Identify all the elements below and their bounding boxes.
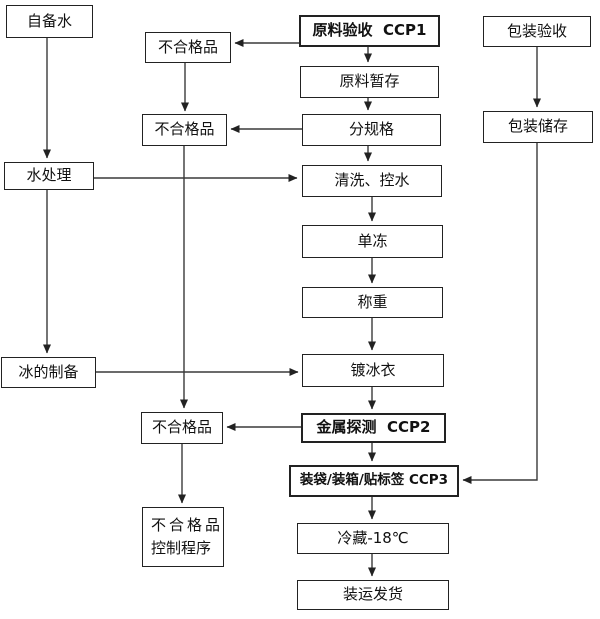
node-label: 不合格品 — [151, 418, 212, 437]
node-ice-preparation: 冰的制备 — [1, 357, 96, 388]
node-individual-quick-freezing: 单冻 — [302, 225, 443, 258]
node-label-line2: 控制程序 — [151, 539, 212, 557]
node-label: 不合格品 — [157, 37, 218, 56]
node-raw-material-acceptance-ccp1: 原料验收 CCP1 — [299, 15, 440, 47]
node-glazing: 镀冰衣 — [302, 354, 444, 387]
node-metal-detection-ccp2: 金属探测 CCP2 — [301, 413, 446, 443]
node-raw-material-temp-storage: 原料暂存 — [300, 66, 439, 98]
node-label: 包装验收 — [506, 21, 567, 40]
node-label: 装运发货 — [342, 585, 403, 604]
node-packaging-storage: 包装储存 — [483, 111, 593, 143]
node-self-supplied-water: 自备水 — [6, 5, 93, 38]
node-label: 冷藏-18℃ — [337, 528, 409, 547]
node-bagging-boxing-labeling-ccp3: 装袋/装箱/贴标签 CCP3 — [289, 465, 459, 497]
node-label: 自备水 — [26, 11, 72, 30]
node-washing-draining: 清洗、控水 — [302, 165, 442, 197]
node-label: 镀冰衣 — [350, 360, 396, 379]
node-label: 冰的制备 — [18, 362, 79, 381]
node-label: 原料暂存 — [339, 72, 400, 91]
node-label: 不合格品 — [154, 120, 215, 139]
node-nonconforming-product-1: 不合格品 — [145, 32, 231, 63]
node-water-treatment: 水处理 — [4, 162, 94, 190]
node-shipment-dispatch: 装运发货 — [297, 580, 449, 610]
node-size-grading: 分规格 — [302, 114, 441, 146]
node-nonconforming-control-program: 不合格品 控制程序 — [142, 507, 224, 567]
arrow-pack-storage-to-packing — [462, 143, 538, 484]
node-cold-storage-minus18c: 冷藏-18℃ — [297, 523, 449, 554]
node-label: 清洗、控水 — [334, 171, 410, 190]
node-label: 包装储存 — [507, 117, 568, 136]
node-packaging-acceptance: 包装验收 — [483, 16, 591, 47]
node-label: 金属探测 CCP2 — [316, 418, 431, 437]
node-label: 水处理 — [26, 166, 72, 185]
node-label: 单冻 — [357, 231, 388, 250]
node-nonconforming-product-2: 不合格品 — [142, 114, 227, 146]
node-label: 原料验收 CCP1 — [312, 21, 427, 40]
node-label: 装袋/装箱/贴标签 CCP3 — [299, 472, 449, 489]
node-weighing: 称重 — [302, 287, 443, 318]
node-label-line1: 不合格品 — [151, 515, 224, 534]
node-label: 分规格 — [348, 120, 394, 139]
node-label: 称重 — [357, 292, 388, 311]
node-nonconforming-product-3: 不合格品 — [141, 412, 223, 444]
